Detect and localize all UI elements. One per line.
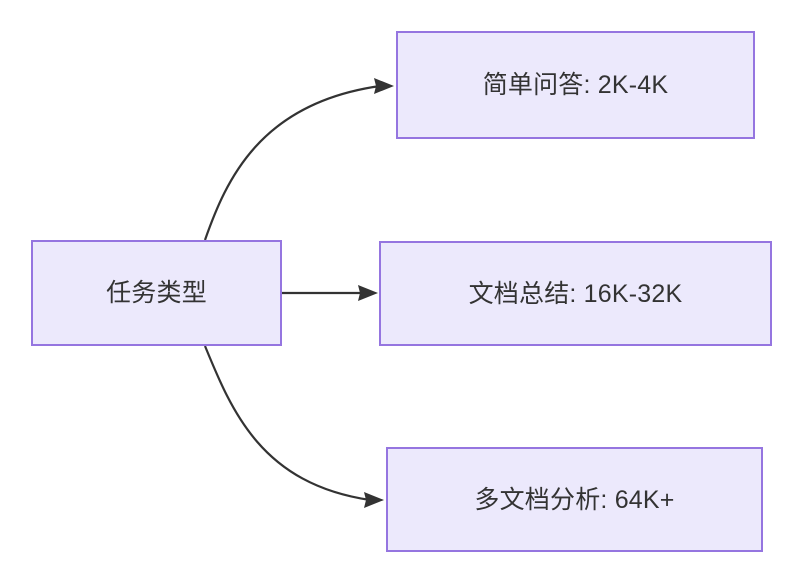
node-task-type-label: 任务类型 bbox=[106, 279, 207, 307]
node-simple-qa[interactable]: 简单问答: 2K-4K bbox=[396, 31, 755, 139]
edge-root-to-simple-qa bbox=[203, 84, 381, 241]
arrowhead-doc-summary-icon bbox=[358, 285, 378, 301]
node-multi-doc-label: 多文档分析: 64K+ bbox=[474, 485, 675, 514]
edge-root-to-multi-doc bbox=[203, 345, 371, 502]
node-multi-doc[interactable]: 多文档分析: 64K+ bbox=[386, 447, 763, 552]
node-doc-summary-label: 文档总结: 16K-32K bbox=[468, 279, 683, 308]
arrowhead-multi-doc-icon bbox=[364, 492, 384, 508]
node-task-type[interactable]: 任务类型 bbox=[31, 240, 282, 346]
node-simple-qa-label: 简单问答: 2K-4K bbox=[482, 71, 669, 99]
arrowhead-simple-qa-icon bbox=[374, 78, 394, 94]
node-doc-summary[interactable]: 文档总结: 16K-32K bbox=[379, 241, 772, 346]
